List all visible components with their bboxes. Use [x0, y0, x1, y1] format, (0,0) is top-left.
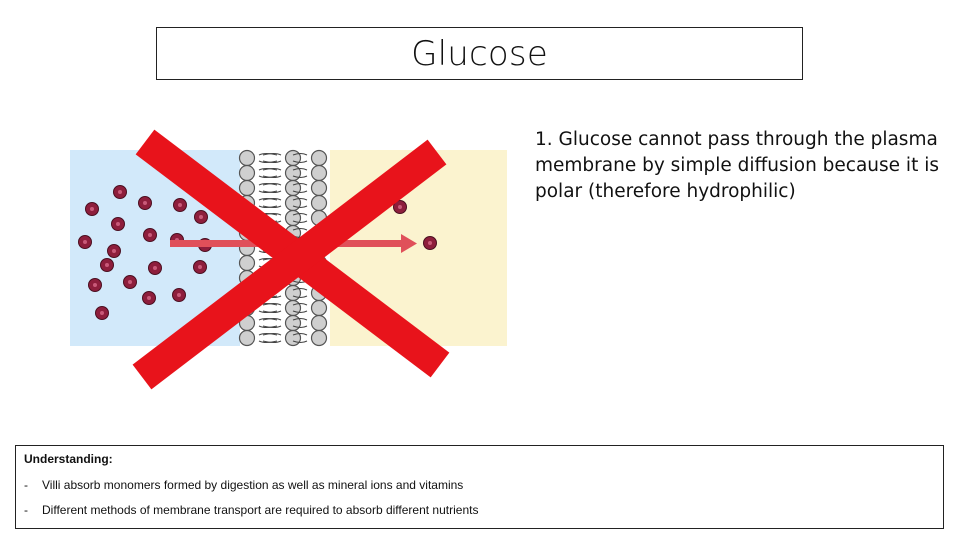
lipid-tail — [292, 160, 308, 163]
red-cross-icon — [132, 129, 450, 390]
lipid-tail — [292, 295, 308, 298]
slide-title: Glucose — [411, 33, 548, 74]
glucose-molecule-highlight — [398, 205, 402, 209]
lipid-tail — [258, 310, 278, 313]
glucose-molecule-highlight — [128, 280, 132, 284]
lipid-tail — [292, 153, 308, 156]
lipid-tail — [292, 333, 308, 336]
lipid-tail — [292, 310, 308, 313]
lipid-head — [238, 179, 256, 197]
glucose-molecule-highlight — [93, 283, 97, 287]
lipid-head — [284, 299, 302, 317]
lipid-head — [310, 149, 328, 167]
lipid-tail — [292, 175, 308, 178]
lipid-head — [284, 284, 302, 302]
lipid-tail — [262, 318, 282, 321]
lipid-tail — [262, 175, 282, 178]
understanding-item: - Different methods of membrane transpor… — [24, 503, 935, 517]
lipid-tail — [292, 198, 308, 201]
lipid-tail — [262, 303, 282, 306]
glucose-molecule-highlight — [147, 296, 151, 300]
lipid-head — [310, 179, 328, 197]
lipid-tail — [262, 160, 282, 163]
lipid-head — [284, 164, 302, 182]
lipid-tail — [292, 288, 308, 291]
glucose-molecule-highlight — [90, 207, 94, 211]
understanding-heading: Understanding: — [24, 452, 113, 466]
bullet-dash: - — [24, 478, 28, 492]
bullet-dash: - — [24, 503, 28, 517]
lipid-head — [310, 299, 328, 317]
lipid-head — [310, 164, 328, 182]
lipid-tail — [292, 228, 308, 231]
title-box: Glucose — [156, 27, 803, 80]
glucose-molecule-highlight — [178, 203, 182, 207]
lipid-head — [238, 164, 256, 182]
lipid-tail — [262, 205, 282, 208]
lipid-tail — [262, 310, 282, 313]
lipid-tail — [292, 340, 308, 343]
lipid-head — [284, 314, 302, 332]
understanding-item: - Villi absorb monomers formed by digest… — [24, 478, 935, 492]
lipid-tail — [262, 168, 282, 171]
lipid-tail — [258, 198, 278, 201]
lipid-tail — [258, 160, 278, 163]
lipid-head — [238, 149, 256, 167]
glucose-molecule-highlight — [100, 311, 104, 315]
glucose-molecule-highlight — [198, 265, 202, 269]
glucose-molecule-highlight — [105, 263, 109, 267]
understanding-item-text: Villi absorb monomers formed by digestio… — [42, 478, 464, 492]
lipid-tail — [262, 340, 282, 343]
glucose-molecule-highlight — [148, 233, 152, 237]
lipid-head — [284, 209, 302, 227]
understanding-box: Understanding: - Villi absorb monomers f… — [15, 445, 944, 529]
lipid-tail — [292, 318, 308, 321]
lipid-tail — [292, 183, 308, 186]
lipid-head — [284, 329, 302, 347]
glucose-molecule-highlight — [112, 249, 116, 253]
lipid-tail — [262, 190, 282, 193]
lipid-tail — [262, 183, 282, 186]
lipid-tail — [292, 220, 308, 223]
lipid-tail — [262, 153, 282, 156]
lipid-tail — [292, 168, 308, 171]
membrane-diffusion-diagram — [70, 129, 507, 390]
lipid-head — [238, 329, 256, 347]
glucose-molecule-highlight — [177, 293, 181, 297]
lipid-tail — [292, 213, 308, 216]
lipid-tail — [258, 318, 278, 321]
glucose-molecule-highlight — [83, 240, 87, 244]
lipid-head — [310, 329, 328, 347]
lipid-head — [284, 179, 302, 197]
explanation-text: 1. Glucose cannot pass through the plasm… — [535, 129, 939, 202]
lipid-tail — [258, 205, 278, 208]
lipid-tail — [292, 205, 308, 208]
understanding-item-text: Different methods of membrane transport … — [42, 503, 479, 517]
glucose-molecule-highlight — [199, 215, 203, 219]
lipid-tail — [258, 325, 278, 328]
glucose-molecule-highlight — [118, 190, 122, 194]
lipid-tail — [258, 333, 278, 336]
glucose-molecule-highlight — [143, 201, 147, 205]
lipid-tail — [258, 153, 278, 156]
glucose-molecule-highlight — [116, 222, 120, 226]
lipid-tail — [262, 325, 282, 328]
lipid-tail — [258, 183, 278, 186]
glucose-molecule-highlight — [428, 241, 432, 245]
lipid-head — [238, 254, 256, 272]
lipid-head — [284, 194, 302, 212]
lipid-tail — [258, 340, 278, 343]
lipid-tail — [292, 303, 308, 306]
lipid-tail — [262, 198, 282, 201]
lipid-tail — [262, 333, 282, 336]
glucose-molecule-highlight — [153, 266, 157, 270]
lipid-tail — [258, 168, 278, 171]
lipid-tail — [258, 190, 278, 193]
lipid-tail — [292, 190, 308, 193]
lipid-head — [310, 314, 328, 332]
lipid-tail — [258, 175, 278, 178]
lipid-head — [310, 194, 328, 212]
lipid-tail — [292, 325, 308, 328]
lipid-head — [284, 149, 302, 167]
